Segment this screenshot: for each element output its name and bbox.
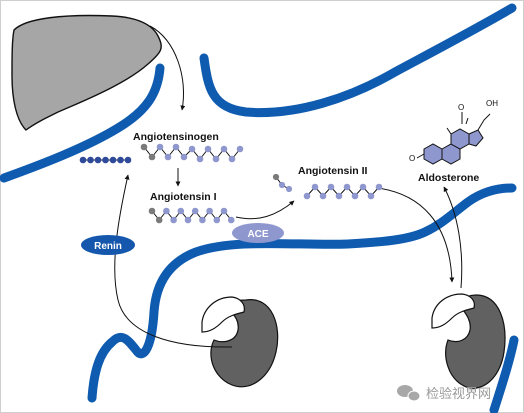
renin-kidney-arrow — [114, 174, 233, 348]
dark-peptide-chain-bead — [87, 156, 94, 164]
angiotensinogen-chain-bead — [220, 145, 228, 153]
kidney-to-aldosterone-arrow — [443, 186, 463, 289]
cleaved-fragment — [272, 173, 293, 193]
angiotensinogen-chain-bead — [172, 143, 180, 151]
angiotensin2-chain-bead — [327, 183, 335, 191]
angiotensin1-chain-bead — [177, 207, 185, 215]
angiotensinogen-chain-bead — [204, 145, 212, 153]
angiotensinogen-chain-bead — [196, 155, 204, 163]
angiotensin2-chain-bead — [311, 183, 319, 191]
angiotensin2-chain-bead — [375, 183, 383, 191]
dark-peptide-chain — [79, 156, 132, 164]
vessel-bottom-right-wall — [489, 335, 519, 413]
angiotensin2-chain-bead — [319, 192, 327, 200]
renin-badge: Renin — [81, 235, 135, 255]
angiotensinogen-chain-bead — [148, 153, 156, 161]
angiotensinogen-chain-bead — [180, 153, 188, 161]
angiotensinogen-chain-bead — [188, 145, 196, 153]
kidney-left-icon — [201, 296, 279, 388]
pathway-arrows — [114, 25, 463, 348]
watermark: 检验视界网 — [397, 385, 491, 402]
ace-label: ACE — [247, 229, 268, 240]
ace-conversion-arrow — [235, 200, 295, 220]
angiotensin1-chain-bead — [206, 207, 213, 215]
vessel-top-right-wall — [199, 3, 517, 118]
hydroxyl-label: OH — [486, 99, 498, 108]
angiotensinogen-chain — [140, 143, 244, 163]
angiotensin2-to-kidney-arrow — [377, 187, 455, 283]
angiotensinogen-chain-bead — [212, 155, 220, 163]
vessel-lower-wall — [87, 183, 517, 403]
angiotensin2-chain-bead — [351, 192, 359, 200]
cleaved-fragment-bead — [272, 173, 280, 181]
wechat-icon — [397, 385, 421, 402]
cleaved-fragment-bead — [278, 181, 286, 189]
dark-peptide-chain-bead — [94, 156, 102, 164]
angiotensinogen-chain-bead — [236, 145, 244, 153]
angiotensin2-chain-bead — [367, 192, 375, 200]
angiotensin1-chain — [148, 207, 235, 224]
angiotensin2-chain-bead — [303, 192, 311, 200]
oxygen-top-label: O — [458, 103, 464, 112]
dark-peptide-chain-bead — [117, 156, 124, 164]
peptide-chains — [79, 143, 383, 224]
angiotensin1-label: Angiotensin I — [150, 191, 217, 203]
angiotensin2-chain-bead — [335, 192, 343, 200]
dark-peptide-chain-bead — [109, 156, 117, 164]
angiotensin1-chain-bead — [155, 216, 163, 224]
angiotensinogen-chain-bead — [228, 155, 236, 163]
angiotensin1-chain-bead — [220, 207, 228, 215]
angiotensinogen-chain-bead — [164, 153, 172, 161]
cleaved-fragment-bead — [285, 185, 293, 193]
angiotensinogen-label: Angiotensinogen — [133, 131, 219, 143]
dark-peptide-chain-bead — [102, 156, 109, 164]
blood-vessel — [0, 3, 519, 413]
angiotensin1-chain-bead — [227, 216, 235, 224]
angiotensin1-chain-bead — [184, 216, 192, 224]
liver-icon — [11, 14, 162, 131]
angiotensin2-chain-backbone — [306, 186, 380, 197]
angiotensinogen-chain-bead — [156, 143, 164, 151]
angiotensin2-chain — [303, 183, 383, 200]
vessel-top-left-wall — [0, 63, 165, 183]
renin-label: Renin — [94, 241, 122, 252]
angiotensin1-chain-bead — [191, 207, 199, 215]
aldosterone-label: Aldosterone — [418, 172, 479, 184]
angiotensin1-chain-bead — [199, 216, 206, 224]
oxygen-left-label: O — [409, 154, 415, 163]
ace-badge: ACE — [232, 223, 284, 243]
angiotensin1-chain-bead — [213, 216, 221, 224]
angiotensin2-chain-bead — [359, 183, 367, 191]
angiotensin1-chain-bead — [170, 216, 177, 224]
angiotensin2-label: Angiotensin II — [298, 165, 367, 177]
dark-peptide-chain-bead — [124, 156, 132, 164]
liver-to-angiotensinogen-arrow — [149, 25, 186, 111]
watermark-text: 检验视界网 — [426, 386, 491, 402]
angiotensin2-chain-bead — [343, 183, 351, 191]
angiotensinogen-chain-bead — [140, 143, 148, 151]
kidney-right-icon — [431, 293, 506, 389]
dark-peptide-chain-bead — [79, 156, 87, 164]
angiotensin1-chain-bead — [148, 207, 156, 215]
angiotensin1-chain-bead — [163, 207, 170, 215]
aldosterone-molecule-icon: O O OH — [409, 99, 498, 165]
